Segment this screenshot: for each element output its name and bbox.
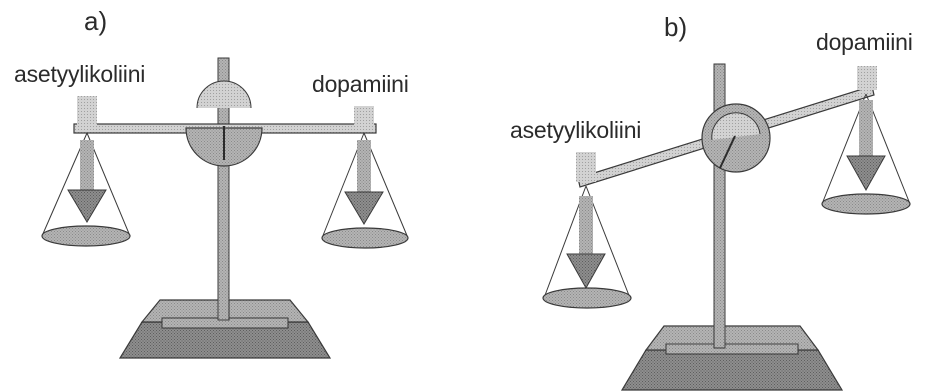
panel-a-left-pan: [41, 96, 131, 247]
panel-a-post: [217, 57, 230, 321]
panel-b-base: [620, 325, 844, 391]
panel-b-dial: [701, 103, 771, 173]
panel-a: a): [14, 6, 409, 359]
panel-a-right-pan: [321, 106, 409, 249]
panel-a-letter: a): [84, 6, 107, 36]
panel-b-post: [713, 63, 726, 349]
panel-a-base: [118, 299, 332, 359]
panel-a-label-acetylcholine: asetyylikoliini: [14, 61, 145, 87]
panel-b: b): [510, 12, 913, 391]
panel-b-label-dopamine: dopamiini: [816, 29, 913, 55]
panel-b-letter: b): [664, 12, 687, 42]
panel-b-left-pan: [542, 152, 632, 309]
panel-a-dial: [185, 80, 263, 167]
panel-a-label-dopamine: dopamiini: [312, 71, 409, 97]
panel-b-label-acetylcholine: asetyylikoliini: [510, 117, 641, 143]
panel-b-right-pan: [821, 66, 911, 215]
